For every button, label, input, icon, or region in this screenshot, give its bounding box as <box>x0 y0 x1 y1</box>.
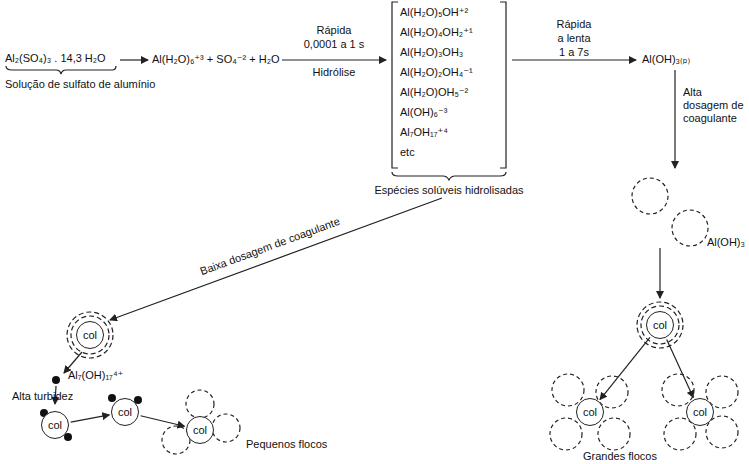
underbrace <box>6 66 116 74</box>
product-formula: Al(OH)₃₍ₚ₎ <box>642 53 690 66</box>
time-label: 1 a 7s <box>559 46 589 59</box>
rate-label: a lenta <box>557 32 590 45</box>
floc-circle <box>186 390 214 418</box>
species-formula: Al(H₂O)₅OH⁺² <box>400 6 468 19</box>
charge-shell <box>641 306 679 344</box>
dose-label: Alta dosagem de coagulante <box>683 86 745 125</box>
connector-arrow <box>600 337 650 399</box>
precipitate-circle <box>632 178 668 214</box>
floc-circle <box>550 418 582 450</box>
charge-shell <box>71 316 109 354</box>
rate-label: Rápida <box>317 24 352 37</box>
connector-arrow <box>71 415 110 422</box>
species-formula: Al₇(OH)₁₇⁴⁺ <box>68 369 123 382</box>
colloid-particle: col <box>646 311 674 339</box>
reaction-arrow <box>512 59 636 60</box>
process-label: Hidrólise <box>313 66 356 79</box>
result-label: Grandes flocos <box>583 450 657 463</box>
charge-shell <box>67 312 113 358</box>
colloid-particle: col <box>186 416 214 444</box>
species-formula: Al(OH)₆⁻³ <box>400 106 448 119</box>
species-formula: Al(H₂O)₂OH₄⁻¹ <box>400 66 473 79</box>
caption-text: Solução de sulfato de alumínio <box>5 78 155 91</box>
colloid-particle: col <box>76 321 104 349</box>
colloid-particle: col <box>41 411 69 439</box>
floc-circle <box>598 418 630 450</box>
reaction-arrow <box>120 59 148 60</box>
particle-label: col <box>653 319 667 331</box>
particle-label: col <box>118 406 132 418</box>
charge-shell <box>637 302 683 348</box>
species-formula: Al(H₂O)OH₅⁻² <box>400 86 468 99</box>
condition-label: Alta turbidez <box>12 390 73 403</box>
bracket <box>392 2 398 168</box>
formula: Al₂(SO₄)₃ . 14,3 H₂O <box>5 52 106 65</box>
precipitate-circle <box>672 210 708 246</box>
reaction-arrow <box>282 59 386 60</box>
rate-label: Rápida <box>557 18 592 31</box>
time-label: 0,0001 a 1 s <box>304 38 365 51</box>
particle-label: col <box>583 406 597 418</box>
coagulant-dot <box>52 376 60 384</box>
reaction-arrow <box>674 70 675 168</box>
arrow <box>659 248 660 298</box>
group-label: Espécies solúveis hidrolisadas <box>374 184 523 197</box>
species-formula: Al(H₂O)₃OH₃ <box>400 46 463 59</box>
colloid-particle: col <box>686 398 714 426</box>
product-formula: Al(OH)₃ <box>707 236 745 249</box>
particle-label: col <box>193 424 207 436</box>
colloid-particle: col <box>576 398 604 426</box>
result-label: Pequenos flocos <box>246 438 327 451</box>
bracket <box>500 2 506 168</box>
connector-arrow <box>141 416 185 427</box>
colloid-particle: col <box>111 398 139 426</box>
reaction-text: Al(H₂O)₆⁺³ + SO₄⁻² + H₂O <box>152 53 279 66</box>
floc-circle <box>212 414 240 442</box>
species-formula: Al₇OH₁₇⁺⁴ <box>400 126 448 139</box>
reaction-arrow <box>110 198 442 320</box>
dose-label: Baixa dosagem de coagulante <box>196 214 343 279</box>
species-formula: Al(H₂O)₄OH₂⁺¹ <box>400 26 473 39</box>
particle-label: col <box>48 419 62 431</box>
underbrace <box>392 172 506 180</box>
species-formula: etc <box>400 146 415 159</box>
connector-arrow <box>667 340 694 398</box>
particle-label: col <box>693 406 707 418</box>
particle-label: col <box>83 329 97 341</box>
